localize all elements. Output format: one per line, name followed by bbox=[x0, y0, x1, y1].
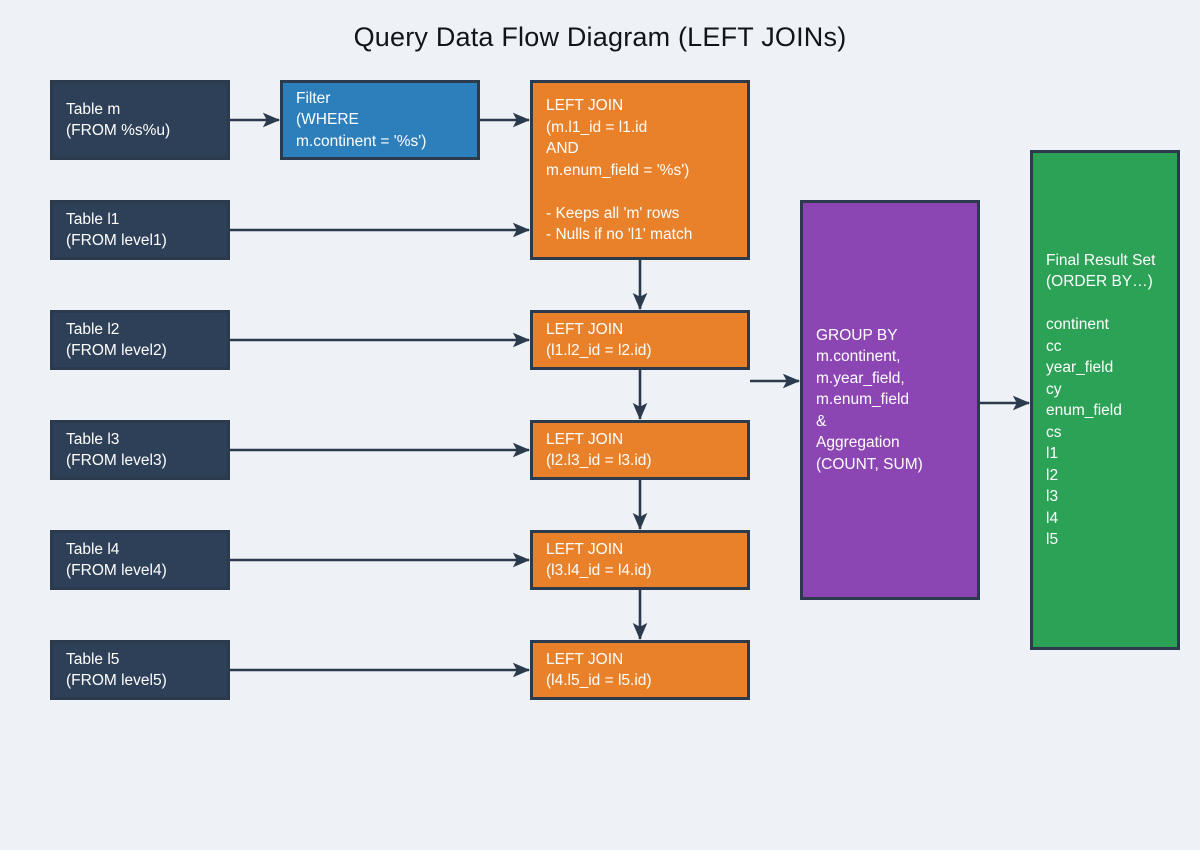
node-group-by[interactable]: GROUP BY m.continent, m.year_field, m.en… bbox=[800, 200, 980, 600]
node-table-l5[interactable]: Table l5 (FROM level5) bbox=[50, 640, 230, 700]
node-table-l3-label: Table l3 (FROM level3) bbox=[66, 430, 167, 470]
node-table-m-label: Table m (FROM %s%u) bbox=[66, 100, 171, 140]
node-table-l4[interactable]: Table l4 (FROM level4) bbox=[50, 530, 230, 590]
node-join-5-label: LEFT JOIN (l4.l5_id = l5.id) bbox=[546, 650, 652, 690]
node-table-l2-label: Table l2 (FROM level2) bbox=[66, 320, 167, 360]
node-join-3-label: LEFT JOIN (l2.l3_id = l3.id) bbox=[546, 430, 652, 470]
node-join-4[interactable]: LEFT JOIN (l3.l4_id = l4.id) bbox=[530, 530, 750, 590]
node-table-l3[interactable]: Table l3 (FROM level3) bbox=[50, 420, 230, 480]
node-join-2-label: LEFT JOIN (l1.l2_id = l2.id) bbox=[546, 320, 652, 360]
node-join-1[interactable]: LEFT JOIN (m.l1_id = l1.id AND m.enum_fi… bbox=[530, 80, 750, 260]
node-filter[interactable]: Filter (WHERE m.continent = '%s') bbox=[280, 80, 480, 160]
node-result-set-label: Final Result Set (ORDER BY…) continent c… bbox=[1046, 251, 1156, 549]
node-group-by-label: GROUP BY m.continent, m.year_field, m.en… bbox=[816, 326, 923, 473]
node-table-l1[interactable]: Table l1 (FROM level1) bbox=[50, 200, 230, 260]
node-table-l5-label: Table l5 (FROM level5) bbox=[66, 650, 167, 690]
page-title: Query Data Flow Diagram (LEFT JOINs) bbox=[353, 22, 847, 52]
node-table-l2[interactable]: Table l2 (FROM level2) bbox=[50, 310, 230, 370]
node-result-set[interactable]: Final Result Set (ORDER BY…) continent c… bbox=[1030, 150, 1180, 650]
node-filter-label: Filter (WHERE m.continent = '%s') bbox=[296, 89, 427, 150]
node-table-l1-label: Table l1 (FROM level1) bbox=[66, 210, 167, 250]
node-join-4-label: LEFT JOIN (l3.l4_id = l4.id) bbox=[546, 540, 652, 580]
node-table-m[interactable]: Table m (FROM %s%u) bbox=[50, 80, 230, 160]
node-join-2[interactable]: LEFT JOIN (l1.l2_id = l2.id) bbox=[530, 310, 750, 370]
node-table-l4-label: Table l4 (FROM level4) bbox=[66, 540, 167, 580]
node-join-1-label: LEFT JOIN (m.l1_id = l1.id AND m.enum_fi… bbox=[546, 97, 693, 243]
node-join-3[interactable]: LEFT JOIN (l2.l3_id = l3.id) bbox=[530, 420, 750, 480]
node-join-5[interactable]: LEFT JOIN (l4.l5_id = l5.id) bbox=[530, 640, 750, 700]
